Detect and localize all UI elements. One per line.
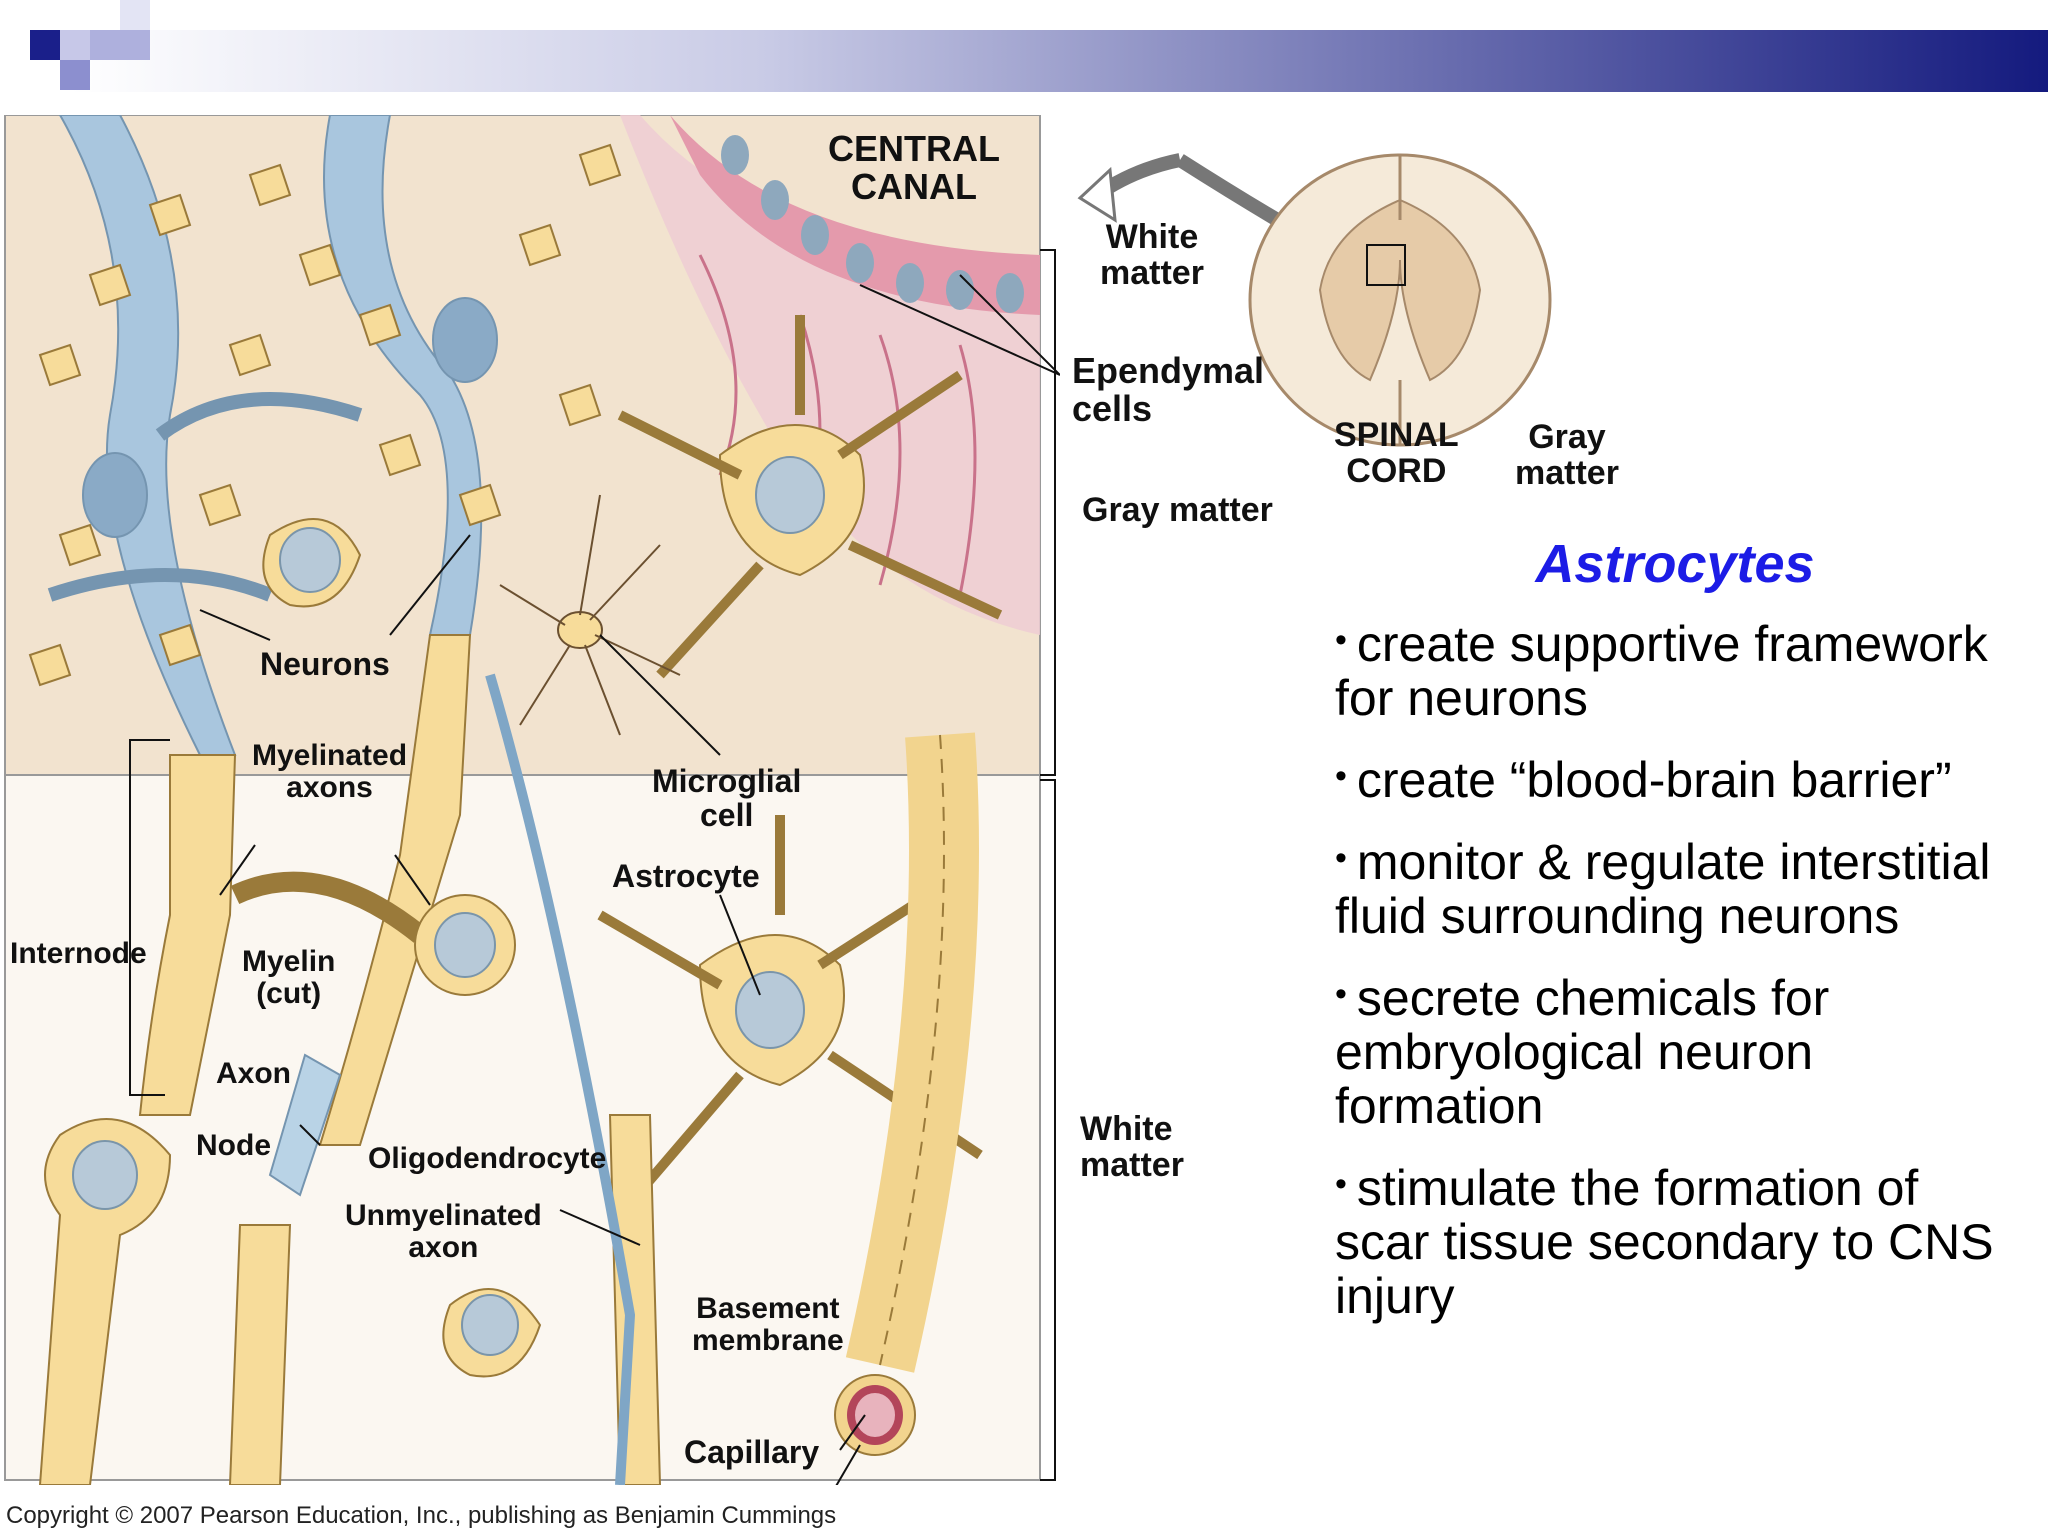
- label-internode: Internode: [10, 937, 147, 970]
- bullet-dot-icon: •: [1335, 1165, 1347, 1203]
- myelinated-axons: [138, 634, 472, 1146]
- label-unmyelinated-axon: Unmyelinated axon: [345, 1199, 542, 1264]
- bullet-item: •monitor & regulate interstitial fluid s…: [1335, 834, 1991, 944]
- bullet-dot-icon: •: [1335, 757, 1347, 795]
- accent-square-dark: [30, 30, 60, 60]
- label-capillary: Capillary: [684, 1434, 820, 1470]
- microglial-cell: [499, 494, 681, 736]
- label-white-matter-side: White matter: [1080, 1110, 1184, 1184]
- spinal-cord-inset: [1077, 153, 1552, 447]
- label-neurons: Neurons: [260, 646, 390, 682]
- bullet-item: •create “blood-brain barrier”: [1335, 752, 1952, 808]
- bullet-dot-icon: •: [1335, 621, 1347, 659]
- side-bracket: [1040, 249, 1056, 1481]
- capillary: [834, 732, 979, 1456]
- bullet-dot-icon: •: [1335, 839, 1347, 877]
- accent-square-mid: [60, 60, 90, 90]
- label-spinal-cord: SPINAL CORD: [1334, 416, 1459, 490]
- label-basement-membrane: Basement membrane: [692, 1292, 844, 1357]
- neuroglia-illustration: [4, 115, 1060, 1485]
- bullet-dot-icon: •: [1335, 975, 1347, 1013]
- axon-core: [268, 1053, 342, 1197]
- label-central-canal: CENTRAL CANAL: [828, 128, 1000, 207]
- label-node: Node: [196, 1129, 271, 1162]
- panel-title: Astrocytes: [1535, 534, 1815, 594]
- label-myelin-cut: Myelin (cut): [242, 945, 336, 1010]
- label-ependymal-cells: Ependymal cells: [1072, 350, 1265, 429]
- ependymal-layer: [620, 115, 1040, 635]
- label-axon: Axon: [216, 1057, 291, 1090]
- accent-square-pale: [120, 0, 150, 30]
- internode-bracket: [129, 739, 170, 1096]
- oligodendrocyte: [414, 894, 516, 996]
- bullet-item: •create supportive framework for neurons: [1335, 616, 1988, 726]
- copyright-notice: Copyright © 2007 Pearson Education, Inc.…: [6, 1502, 837, 1529]
- bullet-item: •stimulate the formation of scar tissue …: [1335, 1160, 1994, 1324]
- label-white-matter-top: White matter: [1100, 218, 1204, 292]
- unmyelinated-axon: [485, 673, 636, 1485]
- accent-square-light: [60, 30, 90, 60]
- neurons: [47, 115, 498, 756]
- astrocyte-end-feet: [28, 143, 622, 687]
- label-myelinated-axons: Myelinated axons: [252, 739, 408, 804]
- label-gray-matter-cord: Gray matter: [1515, 418, 1619, 492]
- label-microglial-cell: Microglial cell: [652, 763, 802, 833]
- label-gray-matter-side: Gray matter: [1082, 491, 1273, 529]
- astrocytes-panel: Astrocytes •create supportive framework …: [1335, 533, 2015, 1347]
- label-astrocyte: Astrocyte: [612, 858, 760, 894]
- label-oligodendrocyte: Oligodendrocyte: [368, 1142, 607, 1175]
- leader-lines: [199, 274, 1060, 1485]
- bullet-item: •secrete chemicals for embryological neu…: [1335, 970, 1830, 1134]
- header-band: [30, 0, 2048, 92]
